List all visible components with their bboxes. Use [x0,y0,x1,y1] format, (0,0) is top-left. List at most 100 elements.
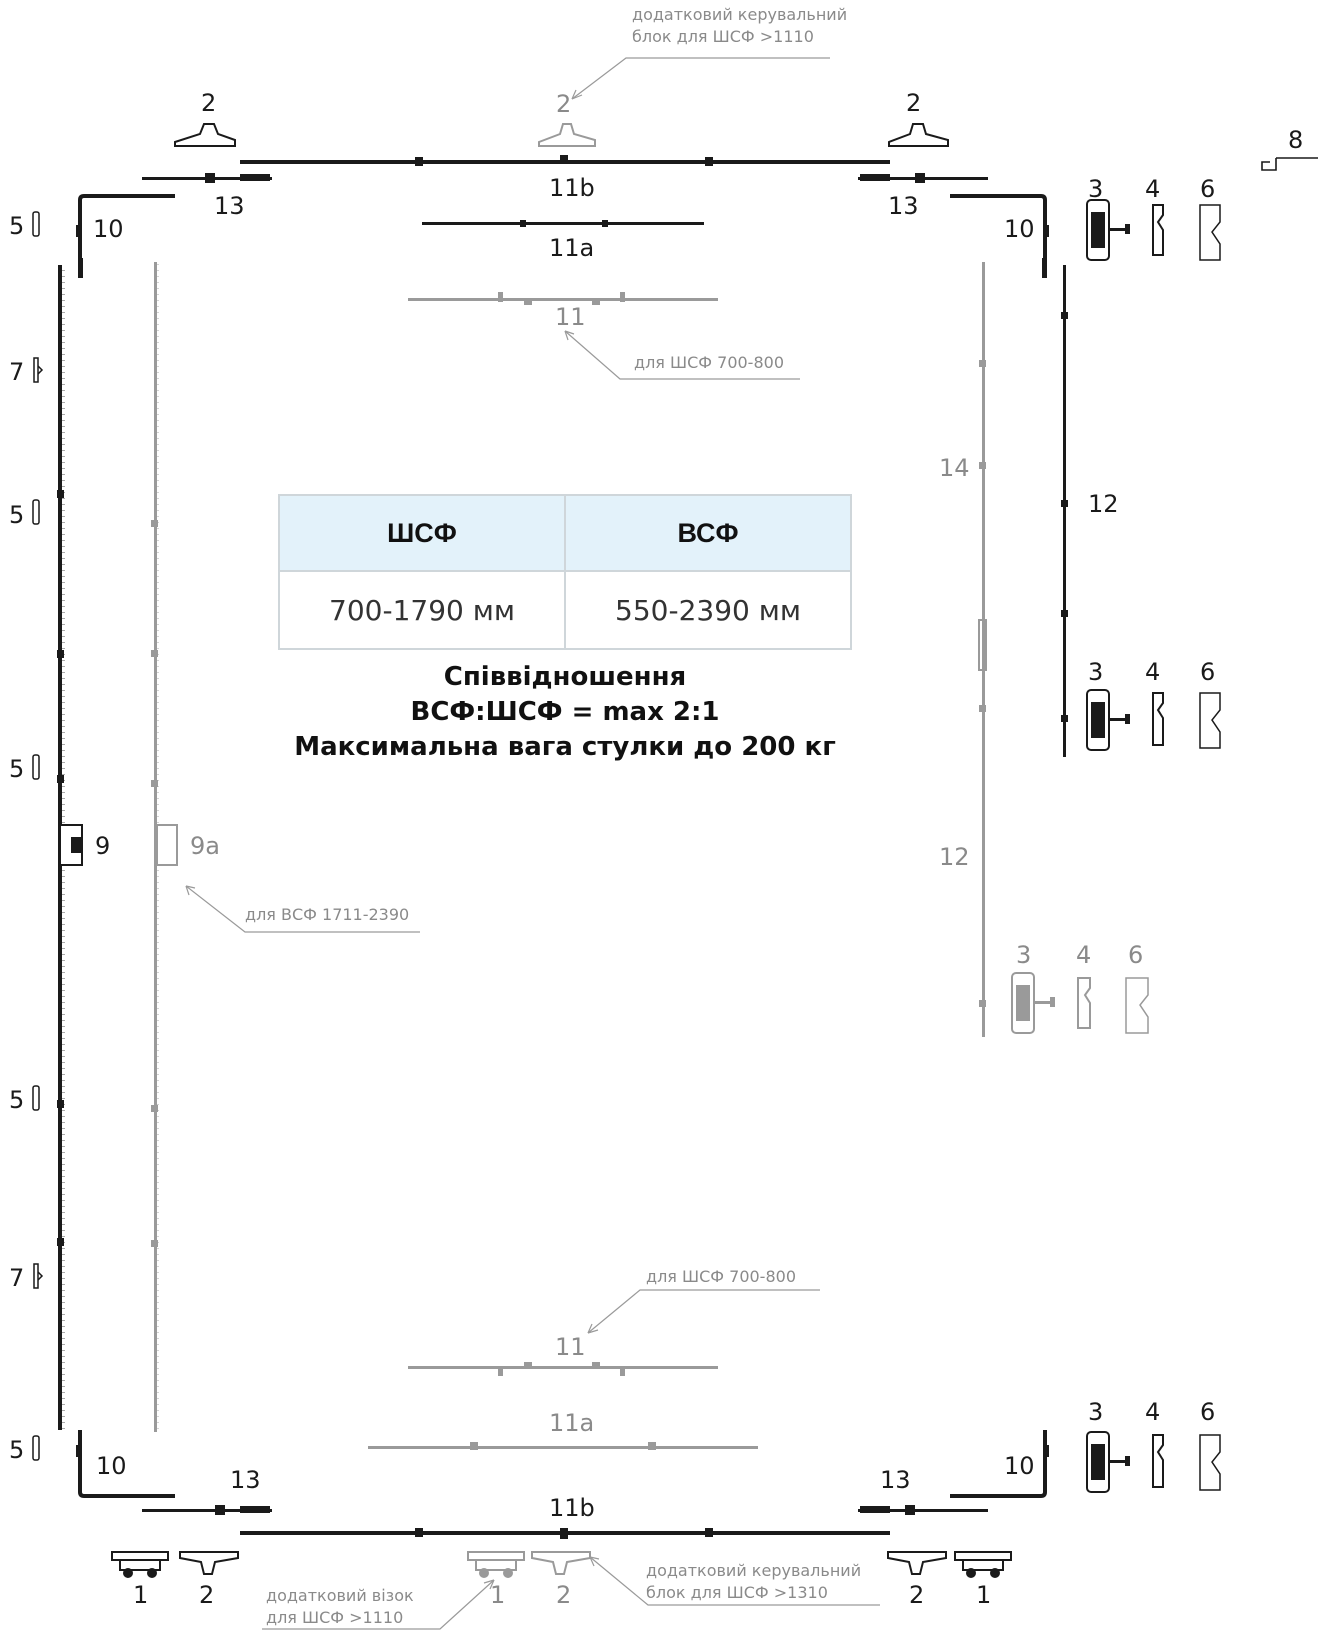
label-2-top-left: 2 [201,89,217,117]
leader-bottom-carriage [262,1579,495,1630]
hinge-set-a [1086,199,1221,261]
leader-bottom-control [589,1556,880,1606]
note-top-11-range: для ШСФ 700-800 [634,353,784,372]
leader-11-bottom [587,1289,820,1334]
spec-header-shsf: ШСФ [278,494,566,572]
striker-5-c [32,754,40,780]
striker-5-e [32,1435,40,1461]
corner-10-top-left [76,194,175,278]
label-4-c: 4 [1076,941,1092,969]
label-10-bottom-right: 10 [1004,1452,1035,1480]
label-2-bottom-center: 2 [556,1581,572,1609]
hinge-set-b [1086,689,1221,751]
rod-11-top-optional [408,292,718,305]
striker-5-b [32,499,40,525]
vertical-rod-right [1061,265,1068,757]
vertical-rod-right-optional [978,262,987,1037]
label-4-a: 4 [1145,175,1161,203]
corner-drive-13-top-left [142,173,272,183]
label-10-bottom-left: 10 [96,1452,127,1480]
label-11a-top: 11a [549,234,595,262]
label-5-b: 5 [9,501,25,529]
label-13-bottom-left: 13 [230,1466,261,1494]
note-bottom-carriage: додатковий візок для ШСФ >1110 [266,1586,414,1627]
label-10-top-left: 10 [93,215,124,243]
label-11a-bottom: 11a [549,1409,595,1437]
hinge-set-c-optional [1011,972,1149,1034]
corner-drive-13-top-right [858,173,988,183]
note-bottom-11-range: для ШСФ 700-800 [646,1267,796,1286]
label-13-top-right: 13 [888,192,919,220]
label-7-a: 7 [9,358,25,386]
control-block-top-center-optional [538,123,596,147]
spec-value-vsf: 550-2390 мм [564,570,852,650]
rod-11-bottom-optional [408,1362,718,1376]
label-2-top-right: 2 [906,89,922,117]
label-11b-top: 11b [549,174,595,202]
label-11b-bottom: 11b [549,1494,595,1522]
carriage-1-bottom-left [111,1551,169,1578]
leader-9a [185,885,420,933]
corner-10-bottom-left [76,1430,175,1498]
label-7-b: 7 [9,1264,25,1292]
striker-7-a [33,357,44,383]
control-block-2-bottom-left [179,1551,239,1575]
label-1-bottom-right: 1 [976,1581,992,1609]
rod-11a-bottom-optional [368,1442,758,1450]
corner-drive-13-bottom-right [858,1505,988,1515]
striker-5-d [32,1085,40,1111]
corner-10-bottom-right [950,1430,1049,1498]
striker-7-b [33,1263,44,1289]
note-bottom-control-block: додатковий керувальний блок для ШСФ >131… [646,1561,862,1602]
label-3-c: 3 [1016,941,1032,969]
label-9a: 9a [190,832,220,860]
label-6-d: 6 [1200,1398,1216,1426]
lock-9 [59,824,83,866]
rod-11b-top [240,155,890,166]
label-1-bottom-left: 1 [133,1581,149,1609]
label-13-top-left: 13 [214,192,245,220]
control-block-2-bottom-right [887,1551,947,1575]
label-4-b: 4 [1145,658,1161,686]
control-block-top-left [174,123,236,147]
label-6-a: 6 [1200,175,1216,203]
leader-top-control [571,57,830,100]
spec-table: ШСФ ВСФ 700-1790 мм 550-2390 мм [278,494,852,650]
label-3-d: 3 [1088,1398,1104,1426]
spec-header-vsf: ВСФ [564,494,852,572]
control-block-top-right [888,123,949,147]
label-13-bottom-right: 13 [880,1466,911,1494]
label-11-bottom: 11 [555,1333,586,1361]
rod-11a-top [422,220,704,227]
spec-value-shsf: 700-1790 мм [278,570,566,650]
label-5-c: 5 [9,755,25,783]
note-vsf-range: для ВСФ 1711-2390 [245,905,410,924]
label-6-b: 6 [1200,658,1216,686]
note-top-control-block: додатковий керувальний блок для ШСФ >111… [632,5,848,46]
label-12-dark: 12 [1088,490,1119,518]
label-10-top-right: 10 [1004,215,1035,243]
label-9: 9 [95,832,111,860]
label-12-gray: 12 [939,843,970,871]
label-4-d: 4 [1145,1398,1161,1426]
carriage-1-bottom-center-optional [467,1551,525,1578]
label-3-a: 3 [1088,175,1104,203]
label-6-c: 6 [1128,941,1144,969]
label-5-a: 5 [9,212,25,240]
rod-11b-bottom [240,1528,890,1539]
corner-drive-13-bottom-left [142,1505,272,1515]
hinge-set-d [1086,1431,1221,1493]
carriage-1-bottom-right [954,1551,1012,1578]
label-11-top: 11 [555,303,586,331]
ratio-text: Співвідношення ВСФ:ШСФ = max 2:1 Максима… [294,662,836,762]
label-2-bottom-left: 2 [199,1581,215,1609]
striker-5-a [32,211,40,237]
label-3-b: 3 [1088,658,1104,686]
lock-9a-optional [156,824,178,866]
label-2-bottom-right: 2 [909,1581,925,1609]
label-5-e: 5 [9,1436,25,1464]
corner-10-top-right [950,194,1049,278]
label-2-top-center: 2 [556,90,572,118]
